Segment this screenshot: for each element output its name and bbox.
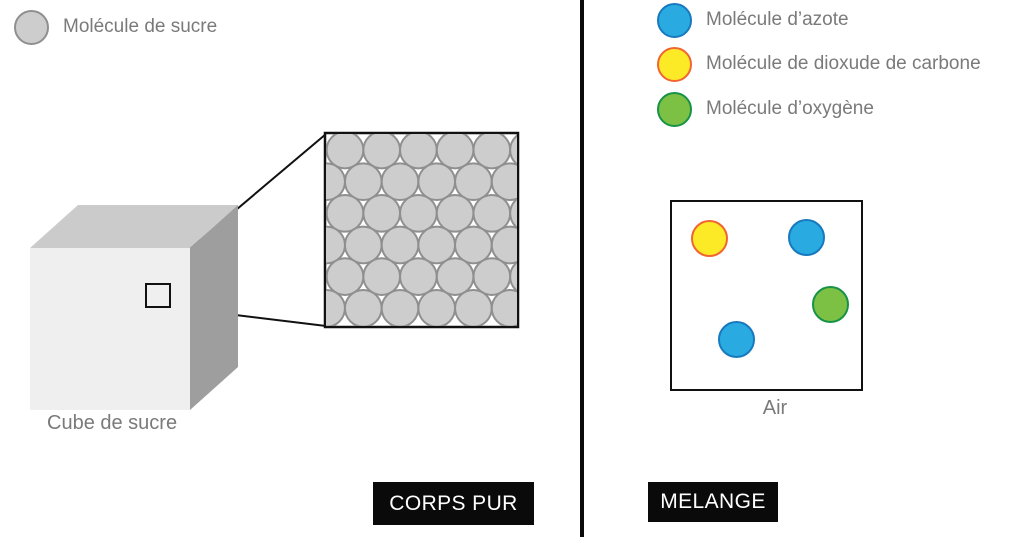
section-divider [580, 0, 584, 537]
molecule-sugar [435, 193, 475, 233]
molecule-sugar [326, 193, 365, 233]
molecule-sugar [343, 288, 383, 326]
cube-right-face [190, 205, 238, 410]
molecule-sugar [490, 288, 517, 326]
cube-caption: Cube de sucre [47, 412, 178, 434]
molecule-sugar [399, 257, 438, 296]
legend-item-sugar: Molécule de sucre [14, 9, 217, 45]
molecule-sugar [528, 290, 565, 327]
molecule-sugar [362, 257, 402, 296]
molecule-sugar [454, 162, 493, 202]
molecule-oxygen [812, 286, 849, 323]
molecule-sugar [528, 163, 565, 200]
molecule-sugar [547, 258, 584, 295]
molecule-sugar [343, 162, 383, 202]
molecule-sugar [417, 288, 457, 326]
legend-label-co2: Molécule de dioxude de carbone [706, 53, 981, 74]
molecule-sugar [417, 162, 457, 202]
molecule-sugar [435, 257, 475, 296]
co2-molecule-icon [657, 46, 692, 82]
melange-label: MELANGE [660, 490, 766, 513]
sugar-molecule-grid [326, 132, 584, 327]
azote-molecule-icon [657, 2, 692, 38]
molecule-sugar [472, 193, 512, 233]
molecule-sugar [326, 134, 365, 170]
sample-square [145, 283, 171, 308]
corps-pur-tag: CORPS PUR [373, 482, 534, 525]
molecule-sugar [490, 225, 517, 265]
molecule-sugar [380, 225, 420, 265]
molecule-sugar [454, 225, 493, 265]
molecule-sugar [326, 257, 365, 296]
molecule-sugar [343, 225, 383, 265]
melange-tag: MELANGE [648, 482, 778, 522]
oxygen-molecule-icon [657, 91, 692, 127]
molecule-azote [788, 219, 825, 256]
molecule-sugar [380, 162, 420, 202]
molecule-sugar [472, 134, 512, 170]
legend-label-oxygen: Molécule d’oxygène [706, 98, 874, 119]
molecule-sugar [509, 197, 517, 229]
molecule-sugar [380, 288, 420, 326]
molecule-sugar [509, 261, 517, 293]
air-box [670, 200, 863, 391]
molecule-sugar [435, 134, 475, 170]
legend-label-azote: Molécule d’azote [706, 9, 849, 30]
molecule-sugar [509, 134, 517, 166]
legend-item-co2: Molécule de dioxude de carbone [657, 46, 981, 82]
molecule-sugar [417, 225, 457, 265]
molecule-sugar [399, 134, 438, 170]
air-caption: Air [762, 397, 788, 419]
molecule-co2 [691, 219, 728, 257]
molecule-sugar [454, 288, 493, 326]
corps-pur-label: CORPS PUR [389, 491, 518, 515]
molecule-sugar [547, 195, 584, 232]
molecule-sugar [547, 132, 584, 169]
molecule-sugar [362, 193, 402, 233]
molecule-sugar [362, 134, 402, 170]
molecule-sugar [472, 257, 512, 296]
legend-item-oxygen: Molécule d’oxygène [657, 91, 874, 127]
legend-item-azote: Molécule d’azote [657, 2, 849, 38]
molecule-sugar [399, 193, 438, 233]
cube-front-face [30, 248, 190, 410]
molecule-sugar [528, 227, 565, 264]
legend-label-sugar: Molécule de sucre [63, 16, 218, 37]
sugar-molecule-icon [14, 9, 49, 45]
molecule-sugar [326, 162, 346, 202]
molecule-sugar [490, 162, 517, 202]
cube-top-face [30, 205, 238, 248]
molecule-azote [718, 320, 755, 358]
molecule-sugar [326, 225, 346, 265]
molecule-sugar [326, 288, 346, 326]
